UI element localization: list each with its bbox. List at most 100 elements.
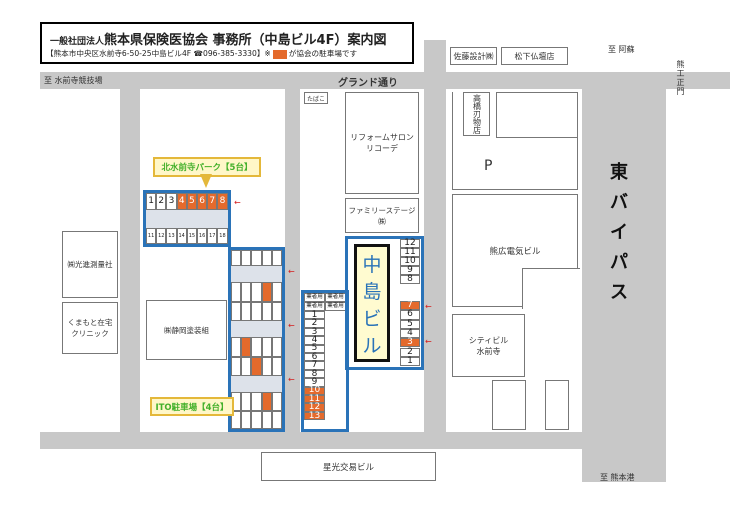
kita-stall: 1 [146, 193, 157, 210]
ito-aisle-2 [231, 321, 282, 337]
nakashima-west-stall: 8 [304, 369, 325, 378]
vendor-stall: 業者用 [325, 302, 346, 311]
ito-stall [261, 410, 272, 429]
kita-stall: 18 [217, 228, 228, 244]
building-right-annex [496, 92, 578, 138]
ito-stall [241, 301, 252, 321]
subtitle-address: 【熊本市中央区水前寺6-50-25中島ビル4F ☎096-385-3330】※ [46, 49, 271, 58]
nakashima-char: 中 [362, 254, 382, 276]
ito-stall [261, 301, 272, 321]
nakashima-char: ビ [362, 308, 382, 330]
nakashima-west-stall: 1 [304, 310, 325, 319]
east-bypass-road [582, 72, 666, 482]
building-tabako: たばこ [304, 92, 328, 104]
map-title: 一般社団法人熊本県保険医協会 事務所（中島ビル4F）案内図 [50, 29, 386, 48]
kita-stall: 4 [176, 193, 187, 210]
ito-parking-callout: ITO駐車場【4台】 [150, 397, 234, 416]
ito-stall [231, 301, 242, 321]
building-takahashi-hamono: 高橋刃物店 [463, 92, 490, 136]
ito-stall [251, 301, 262, 321]
grand-dori-road [40, 72, 730, 89]
ito-stall [271, 392, 282, 411]
vendor-stall: 業者用 [304, 302, 325, 311]
title-main: 熊本県保険医協会 事務所（中島ビル4F）案内図 [104, 33, 387, 48]
nakashima-west-stall: 5 [304, 344, 325, 353]
ito-lot [228, 247, 285, 432]
middle-left-road [285, 89, 300, 432]
ito-stall [271, 337, 282, 357]
left-side-road [120, 89, 140, 432]
entry-arrow: ← [288, 267, 295, 276]
building-tsuko-sokuryo: ㈱光進測量社 [62, 231, 118, 298]
ito-stall [261, 250, 272, 266]
kumakogyo-gate-label: 熊工正門 [676, 60, 685, 96]
nakashima-east-stall: 11 [400, 248, 420, 257]
title-prefix: 一般社団法人 [50, 37, 105, 47]
nakashima-west-stall: 6 [304, 352, 325, 361]
kita-stall: 2 [156, 193, 167, 210]
nakashima-west-stall: 13 [304, 411, 325, 420]
kita-stall: 12 [156, 228, 167, 244]
ito-stall [241, 337, 252, 357]
nakashima-west-stall: 11 [304, 394, 325, 403]
nakashima-char: 島 [362, 281, 382, 303]
building-city: シティビル 水前寺 [452, 314, 525, 377]
kita-stall: 3 [166, 193, 177, 210]
east-bypass-char: パ [610, 252, 628, 273]
ito-stall [251, 337, 262, 357]
to-aso-label: 至 阿蘇 [608, 45, 635, 54]
kita-aisle [146, 210, 228, 228]
nakashima-east-stall: 8 [400, 275, 420, 284]
ito-stall [241, 282, 252, 302]
kita-stall: 7 [207, 193, 218, 210]
building-family-stage: ファミリーステージ㈱ [345, 198, 419, 233]
parking-area-p [452, 92, 578, 190]
building-matsushita-butsudan: 松下仏壇店 [501, 47, 568, 65]
kita-stall: 16 [197, 228, 208, 244]
middle-right-road [424, 40, 446, 432]
kita-stall: 14 [176, 228, 187, 244]
building-seishizu-toso: ㈱静岡塗装組 [146, 300, 227, 360]
kita-stall: 15 [186, 228, 197, 244]
building-reform-salon: リフォームサロン リコーデ [345, 92, 419, 194]
ito-stall [251, 410, 262, 429]
nakashima-east-stall: 3 [400, 338, 420, 348]
ito-stall [251, 356, 262, 376]
nakashima-west-stall: 4 [304, 335, 325, 345]
nakashima-east-stall: 12 [400, 239, 420, 248]
building-kumamoto-zaitaku: くまもと在宅 クリニック [62, 302, 118, 354]
kita-stall: 13 [166, 228, 177, 244]
ito-stall [251, 392, 262, 411]
east-bypass-label: 東 バ イ パ ス [604, 158, 634, 308]
east-bypass-char: バ [610, 192, 628, 213]
ito-aisle-1 [231, 266, 282, 282]
ito-stall [241, 356, 252, 376]
entry-arrow: ← [425, 337, 432, 346]
kita-callout-pointer [200, 174, 212, 188]
nakashima-east-stall: 1 [400, 356, 420, 367]
ito-stall [251, 282, 262, 302]
building-right-small-1 [492, 380, 526, 430]
kita-stall: 6 [197, 193, 208, 210]
nakashima-char: ル [362, 335, 382, 357]
ito-stall [261, 356, 272, 376]
entry-arrow: ← [234, 198, 241, 207]
ito-stall [241, 392, 252, 411]
kita-stall: 5 [186, 193, 197, 210]
parking-p-label: P [484, 158, 493, 174]
to-kumamoto-port-label: 至 熊本港 [600, 473, 635, 482]
entry-arrow: ← [288, 375, 295, 384]
ito-aisle-3 [231, 376, 282, 392]
grand-dori-label: グランド通り [338, 78, 398, 89]
nakashima-west-stall: 9 [304, 377, 325, 387]
nakashima-building: 中 島 ビ ル [354, 244, 390, 362]
ito-stall [231, 282, 242, 302]
nakashima-main-lot [345, 236, 424, 370]
ito-stall [251, 250, 262, 266]
building-right-small-2 [545, 380, 569, 430]
nakashima-west-stall: 2 [304, 318, 325, 328]
ito-stall [271, 301, 282, 321]
ito-stall [271, 410, 282, 429]
bottom-road [40, 432, 666, 449]
nakashima-east-stall: 2 [400, 347, 420, 357]
